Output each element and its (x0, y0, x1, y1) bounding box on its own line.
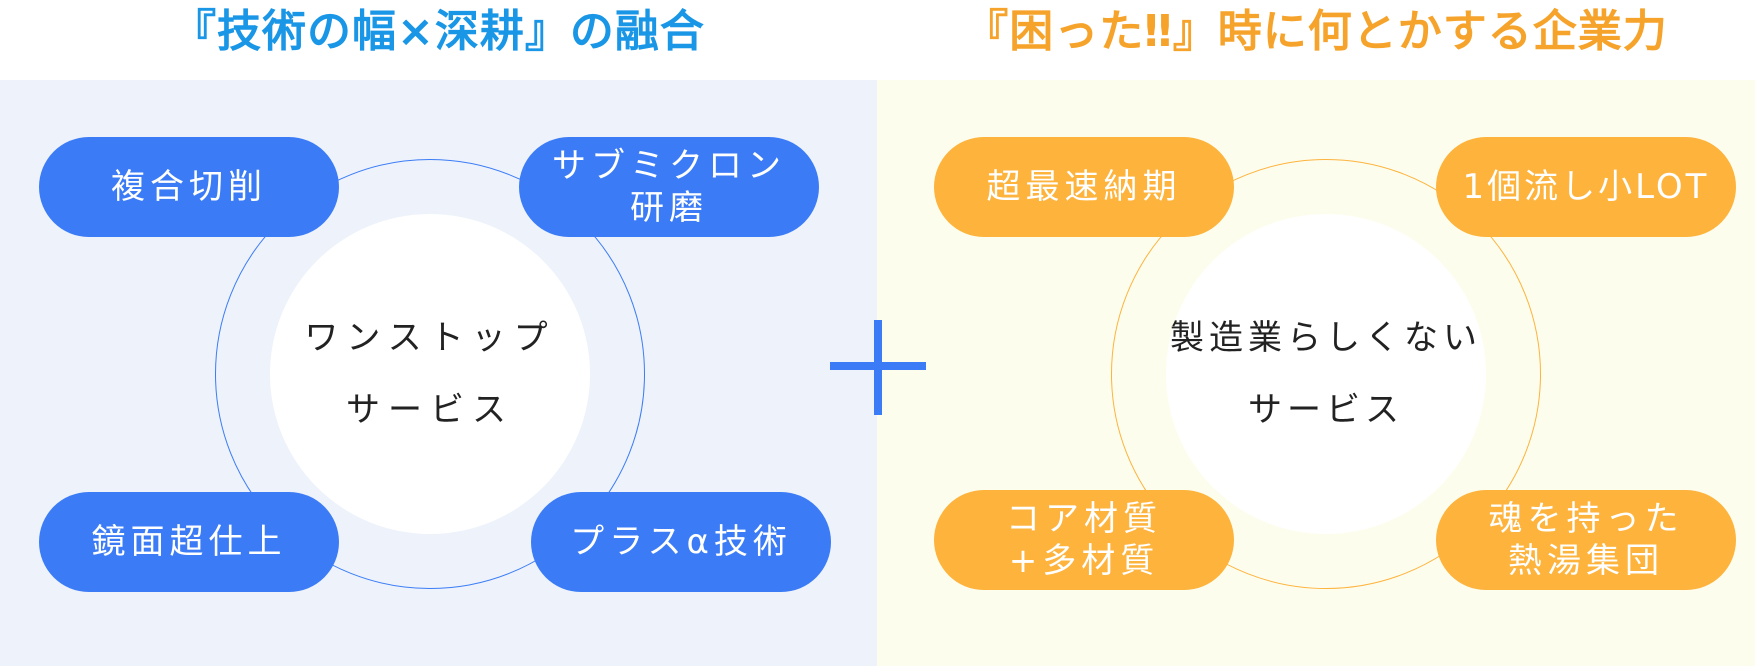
pill-line1: プラスα技術 (570, 522, 792, 562)
left-heading: 『技術の幅×深耕』の融合 (172, 6, 705, 57)
right-panel: 製造業らしくない サービス 超最速納期 1個流し小LOT コア材質 +多材質 魂… (877, 80, 1755, 666)
pill-line2: +多材質 (1008, 541, 1160, 581)
right-ring (1111, 159, 1541, 589)
plus-icon-vertical (874, 320, 882, 415)
left-ring (215, 159, 645, 589)
pill-line1: コア材質 (1006, 499, 1162, 539)
pill-core-zaishitsu: コア材質 +多材質 (934, 490, 1234, 590)
left-core-line2: サービス (346, 390, 514, 430)
pill-line1: 1個流し小LOT (1462, 167, 1710, 207)
left-core-line1: ワンストップ (304, 318, 556, 358)
pill-saisoku-noki: 超最速納期 (934, 137, 1234, 237)
left-panel: ワンストップ サービス 複合切削 サブミクロン 研磨 鏡面超仕上 プラスα技術 (0, 80, 877, 666)
right-core-circle (1166, 214, 1486, 534)
right-core-line2: サービス (1248, 390, 1404, 430)
pill-kyomen-chou-shiage: 鏡面超仕上 (39, 492, 339, 592)
pill-tamashii-nettou-shudan: 魂を持った 熱湯集団 (1436, 490, 1736, 590)
pill-line1: 超最速納期 (986, 167, 1182, 207)
pill-line1: 魂を持った (1488, 499, 1684, 539)
pill-submicron-kenma: サブミクロン 研磨 (519, 137, 819, 237)
left-core-text: ワンストップ サービス (270, 302, 590, 446)
left-core-circle (270, 214, 590, 534)
pill-line2: 熱湯集団 (1508, 541, 1664, 581)
pill-plus-alpha-gijutsu: プラスα技術 (531, 492, 831, 592)
pill-line1: 複合切削 (111, 167, 267, 207)
right-core-line1: 製造業らしくない (1170, 318, 1482, 358)
pill-line1: 鏡面超仕上 (91, 522, 287, 562)
pill-ikko-nagashi-sho-lot: 1個流し小LOT (1436, 137, 1736, 237)
right-heading: 『困った‼』時に何とかする企業力 (964, 6, 1668, 57)
pill-fukugo-sessaku: 複合切削 (39, 137, 339, 237)
pill-line1: サブミクロン (552, 146, 786, 186)
pill-line2: 研磨 (630, 188, 708, 228)
right-core-text: 製造業らしくない サービス (1126, 302, 1526, 446)
